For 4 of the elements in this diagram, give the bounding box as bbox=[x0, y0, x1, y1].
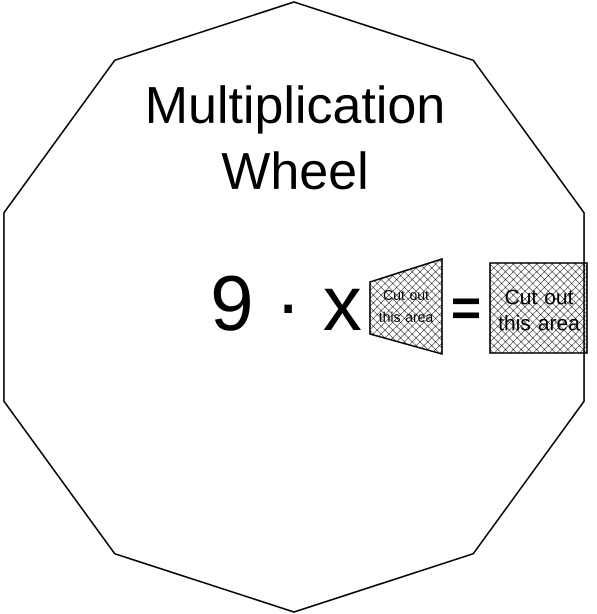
equals-sign: = bbox=[452, 298, 480, 318]
title: Multiplication Wheel bbox=[148, 85, 442, 190]
wheel-outline bbox=[3, 1, 585, 613]
multiplication-expression: 9 · x bbox=[214, 276, 361, 331]
